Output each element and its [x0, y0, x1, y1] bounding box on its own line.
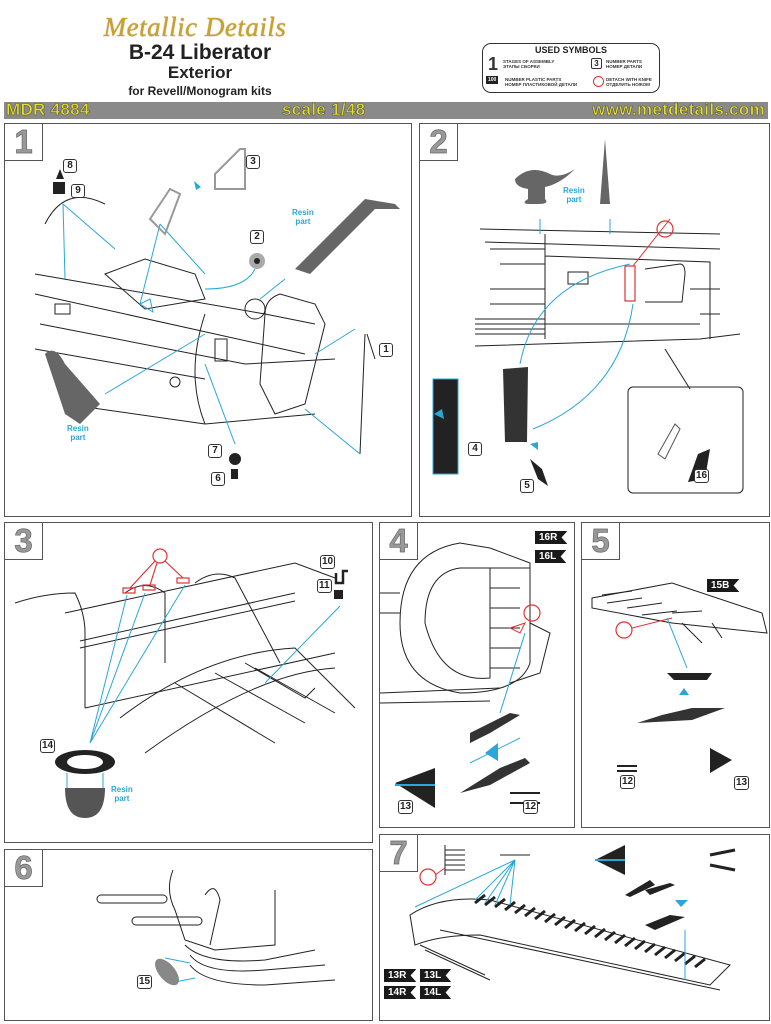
step-5-illustration — [591, 582, 768, 773]
part-label: 11 — [317, 579, 332, 593]
part-label: 8 — [63, 159, 77, 173]
knife-icon — [593, 76, 604, 87]
step-6-panel: 6 15 — [4, 849, 373, 1021]
part-label: 13 — [734, 776, 750, 790]
plastic-part-symbol: 100 — [486, 76, 499, 84]
plastic-part-flag: 13L — [420, 969, 452, 982]
step-3-panel: 3 10 11 — [4, 522, 373, 843]
step-7-illustration — [409, 845, 736, 991]
step-number: 5 — [581, 522, 620, 560]
product-subtitle: Exterior — [167, 63, 233, 82]
part-label: 1 — [379, 343, 393, 357]
legend-heading: USED SYMBOLS — [534, 45, 607, 55]
step-number: 2 — [419, 123, 458, 161]
part-number-symbol: 3 — [591, 58, 602, 69]
step-2-illustration — [432, 139, 744, 494]
step-3-illustration — [14, 548, 356, 818]
part-label: 16 — [694, 469, 710, 483]
plastic-part-flag: 16L — [535, 550, 567, 563]
plastic-part-flag: 15B — [707, 579, 740, 592]
plastic-part-flag: 14L — [420, 986, 452, 999]
part-label: 7 — [208, 444, 222, 458]
step-6-illustration — [96, 869, 336, 986]
product-title: B-24 Liberator — [128, 41, 272, 64]
website-link[interactable]: www.metdetails.com — [592, 100, 765, 120]
part-label: 2 — [250, 230, 264, 244]
stage-symbol: 1 — [488, 54, 499, 74]
step-number: 4 — [379, 522, 418, 560]
plastic-part-flag: 13R — [384, 969, 417, 982]
step-4-illustration — [380, 542, 551, 808]
step-number: 1 — [4, 123, 43, 161]
part-label: 9 — [71, 184, 85, 198]
step-1-illustration — [34, 148, 400, 479]
step-5-panel: 5 15B 12 13 — [581, 522, 770, 828]
part-label: 14 — [40, 739, 56, 753]
step-number: 6 — [4, 849, 43, 887]
part-label: 3 — [246, 155, 260, 169]
part-label: 15 — [137, 975, 153, 989]
part-label: 6 — [211, 472, 225, 486]
brand-logo: Metallic Details — [103, 12, 287, 42]
scale-label: scale 1/48 — [282, 100, 366, 120]
step-2-panel: 2 4 5 16 — [419, 123, 770, 517]
plastic-part-flag: 14R — [384, 986, 417, 999]
compatible-kits: for Revell/Monogram kits — [128, 84, 272, 98]
step-7-panel: 7 13R 13L 14R 14L — [379, 834, 770, 1021]
part-label: 13 — [398, 800, 414, 814]
product-code: MDR 4884 — [6, 100, 90, 120]
step-number: 7 — [379, 834, 418, 872]
product-banner: MDR 4884 scale 1/48 www.metdetails.com — [4, 100, 768, 120]
part-label: 4 — [468, 442, 482, 456]
part-label: 5 — [520, 479, 534, 493]
plastic-part-flag: 16R — [535, 531, 568, 544]
step-number: 3 — [4, 522, 43, 560]
step-1-panel: 1 — [4, 123, 412, 517]
part-label: 12 — [620, 775, 636, 789]
step-4-panel: 4 16R 16L 13 12 — [379, 522, 575, 828]
part-label: 12 — [523, 800, 539, 814]
part-label: 10 — [320, 555, 336, 569]
